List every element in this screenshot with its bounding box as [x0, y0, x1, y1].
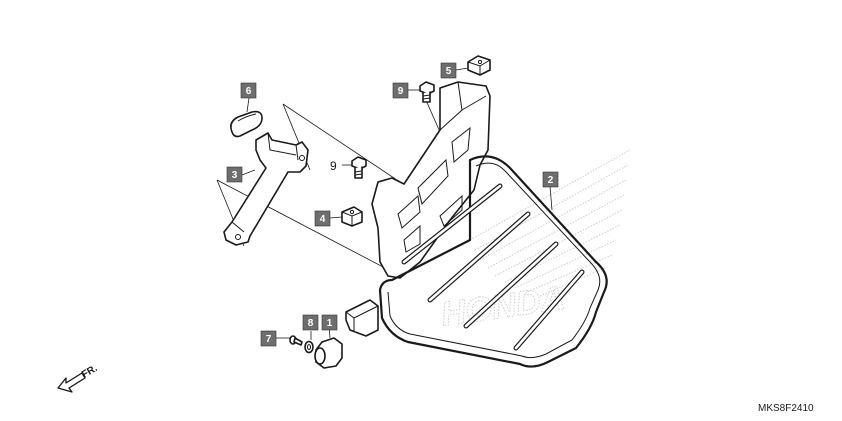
callout-7-label: 7 — [266, 334, 272, 345]
front-direction-label: FR. — [80, 363, 100, 381]
callout-4: 4 — [314, 210, 331, 227]
callout-1: 1 — [321, 314, 338, 331]
screw-part — [289, 335, 303, 346]
callout-9-left-label: 9 — [330, 159, 337, 173]
watermark-text: HONDA — [439, 279, 568, 334]
front-direction-indicator: FR. — [57, 363, 100, 393]
callout-3: 3 — [226, 166, 243, 183]
callout-8-label: 8 — [308, 318, 314, 329]
callout-9-left: 9 — [330, 159, 337, 173]
front-arrow-icon — [57, 372, 86, 393]
flange-bolt-top-part — [419, 81, 435, 103]
callout-1-label: 1 — [327, 318, 333, 329]
clip-nut-top-part — [467, 55, 491, 76]
clip-nut-part — [341, 206, 363, 227]
figure-code: MKS8F2410 — [758, 403, 814, 414]
side-bracket-part — [223, 132, 309, 246]
callout-3-label: 3 — [232, 170, 238, 181]
rear-rack-part — [345, 81, 608, 368]
callout-5: 5 — [440, 62, 457, 79]
callout-6-label: 6 — [246, 86, 252, 97]
callout-9-top-label: 9 — [398, 86, 404, 97]
callout-9-top: 9 — [392, 82, 409, 99]
washer-part — [304, 340, 314, 354]
spacer-collar-part — [314, 337, 343, 369]
callout-6: 6 — [240, 82, 257, 99]
callout-5-label: 5 — [446, 66, 452, 77]
callout-2: 2 — [542, 171, 559, 188]
callout-7: 7 — [260, 330, 277, 347]
callout-8: 8 — [302, 314, 319, 331]
callout-2-label: 2 — [548, 175, 554, 186]
flange-bolt-part — [351, 156, 367, 179]
grip-cover-part — [230, 110, 263, 138]
callout-4-label: 4 — [320, 214, 326, 225]
